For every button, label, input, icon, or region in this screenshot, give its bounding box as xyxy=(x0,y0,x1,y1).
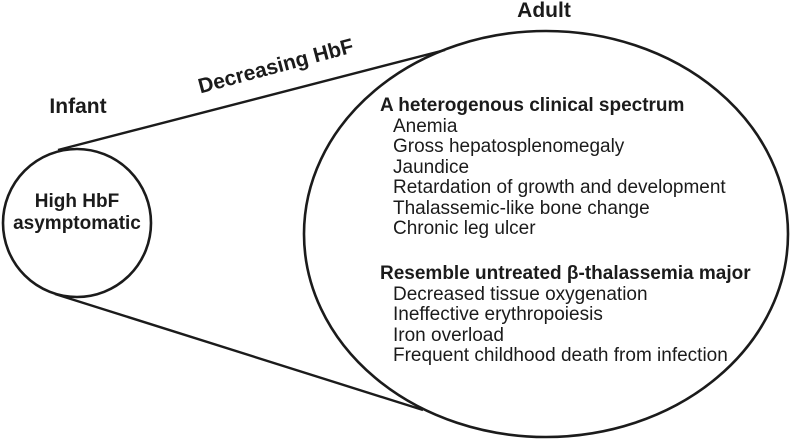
thalassemia-major-heading: Resemble untreated β-thalassemia major xyxy=(380,263,751,284)
adult-label: Adult xyxy=(517,0,571,22)
infant-circle-shape xyxy=(1,147,153,299)
infant-circle-text-line1: High HbF xyxy=(34,191,120,212)
adult-circle-shape xyxy=(302,29,790,439)
list-item: Chronic leg ulcer xyxy=(393,218,536,239)
infant-label: Infant xyxy=(49,95,107,118)
infant-circle-text: High HbF asymptomatic xyxy=(7,191,147,235)
list-item: Frequent childhood death from infection xyxy=(393,345,728,366)
list-item: Iron overload xyxy=(393,324,504,346)
list-item: Gross hepatosplenomegaly xyxy=(393,136,625,157)
clinical-spectrum-heading: A heterogenous clinical spectrum xyxy=(380,95,685,116)
list-item: Ineffective erythropoiesis xyxy=(393,304,603,325)
clinical-spectrum-section: A heterogenous clinical spectrum Anemia … xyxy=(380,95,740,240)
clinical-spectrum-items: Anemia Gross hepatosplenomegaly Jaundice… xyxy=(380,115,740,240)
list-item: Jaundice xyxy=(393,156,470,178)
thalassemia-major-items: Decreased tissue oxygenation Ineffective… xyxy=(380,283,740,367)
upper-tangent-line xyxy=(57,48,446,152)
lower-tangent-line xyxy=(54,292,424,412)
infant-circle-text-line2: asymptomatic xyxy=(13,213,141,234)
list-item: Anemia xyxy=(393,115,458,137)
list-item: Decreased tissue oxygenation xyxy=(393,283,648,305)
list-item: Retardation of growth and development xyxy=(393,177,726,198)
thalassemia-major-section: Resemble untreated β-thalassemia major D… xyxy=(380,263,751,367)
list-item: Thalassemic-like bone change xyxy=(393,197,650,219)
